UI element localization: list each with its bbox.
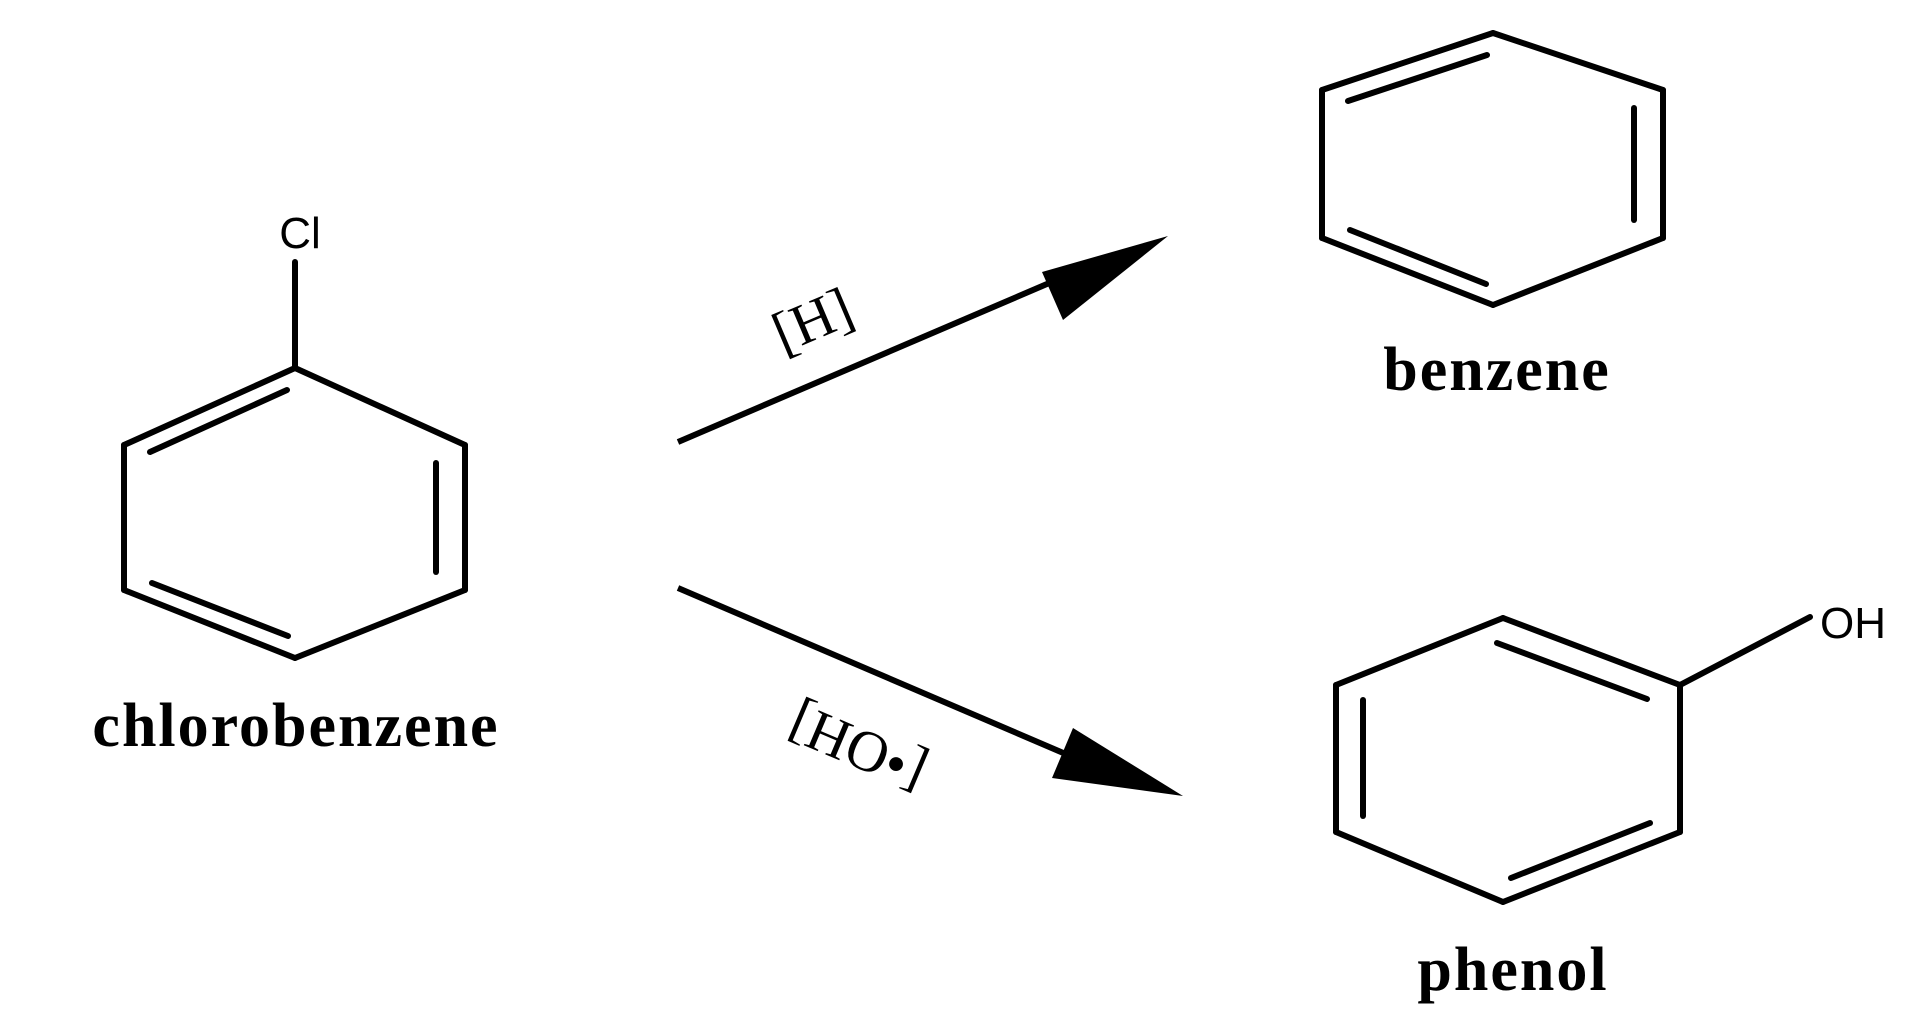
benzene-structure: benzene xyxy=(1319,30,1666,404)
chlorine-label: Cl xyxy=(279,209,321,258)
benzene-ring xyxy=(1319,30,1666,308)
reactant-name: chlorobenzene xyxy=(92,692,499,760)
reagent-hydroxyl-radical: [•OH] xyxy=(779,690,936,806)
hydroxyl-label: OH xyxy=(1820,599,1886,648)
benzene-name: benzene xyxy=(1383,336,1611,404)
phenol-structure: OH phenol xyxy=(1333,599,1886,1004)
arrow-to-phenol xyxy=(676,585,1183,796)
phenol-name: phenol xyxy=(1417,936,1608,1004)
c-oh-bond xyxy=(1677,614,1813,688)
chlorobenzene-structure: Cl chlorobenzene xyxy=(92,209,499,760)
chlorobenzene-ring xyxy=(121,365,468,661)
arrow-to-benzene xyxy=(676,236,1168,445)
phenol-ring xyxy=(1333,615,1683,905)
reagent-hydrogen: [H] xyxy=(763,274,863,365)
